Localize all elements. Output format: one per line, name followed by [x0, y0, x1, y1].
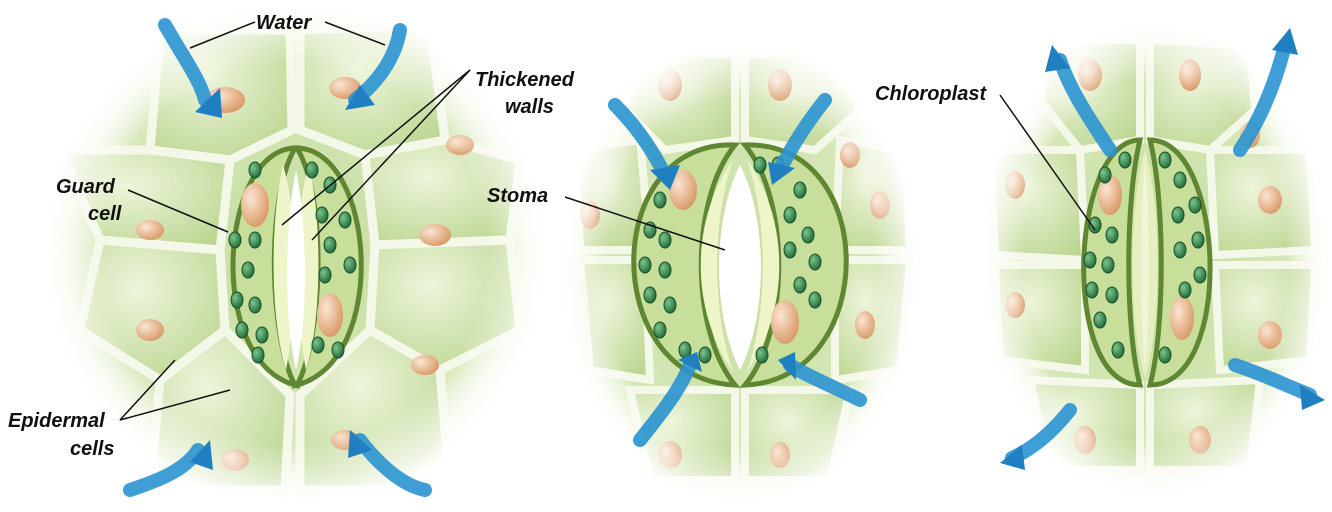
label-stoma: Stoma [487, 185, 548, 207]
label-epidermal-cells-line2: cells [70, 438, 114, 460]
label-thickened-walls-line1: Thickened [475, 69, 574, 91]
label-guard-cell-line2: cell [88, 203, 121, 225]
label-water: Water [256, 12, 311, 34]
label-chloroplast: Chloroplast [875, 83, 986, 105]
panel-left [40, 0, 550, 507]
label-guard-cell-line1: Guard [56, 176, 115, 198]
label-thickened-walls-line2: walls [505, 96, 554, 118]
label-epidermal-cells-line1: Epidermal [8, 410, 105, 432]
